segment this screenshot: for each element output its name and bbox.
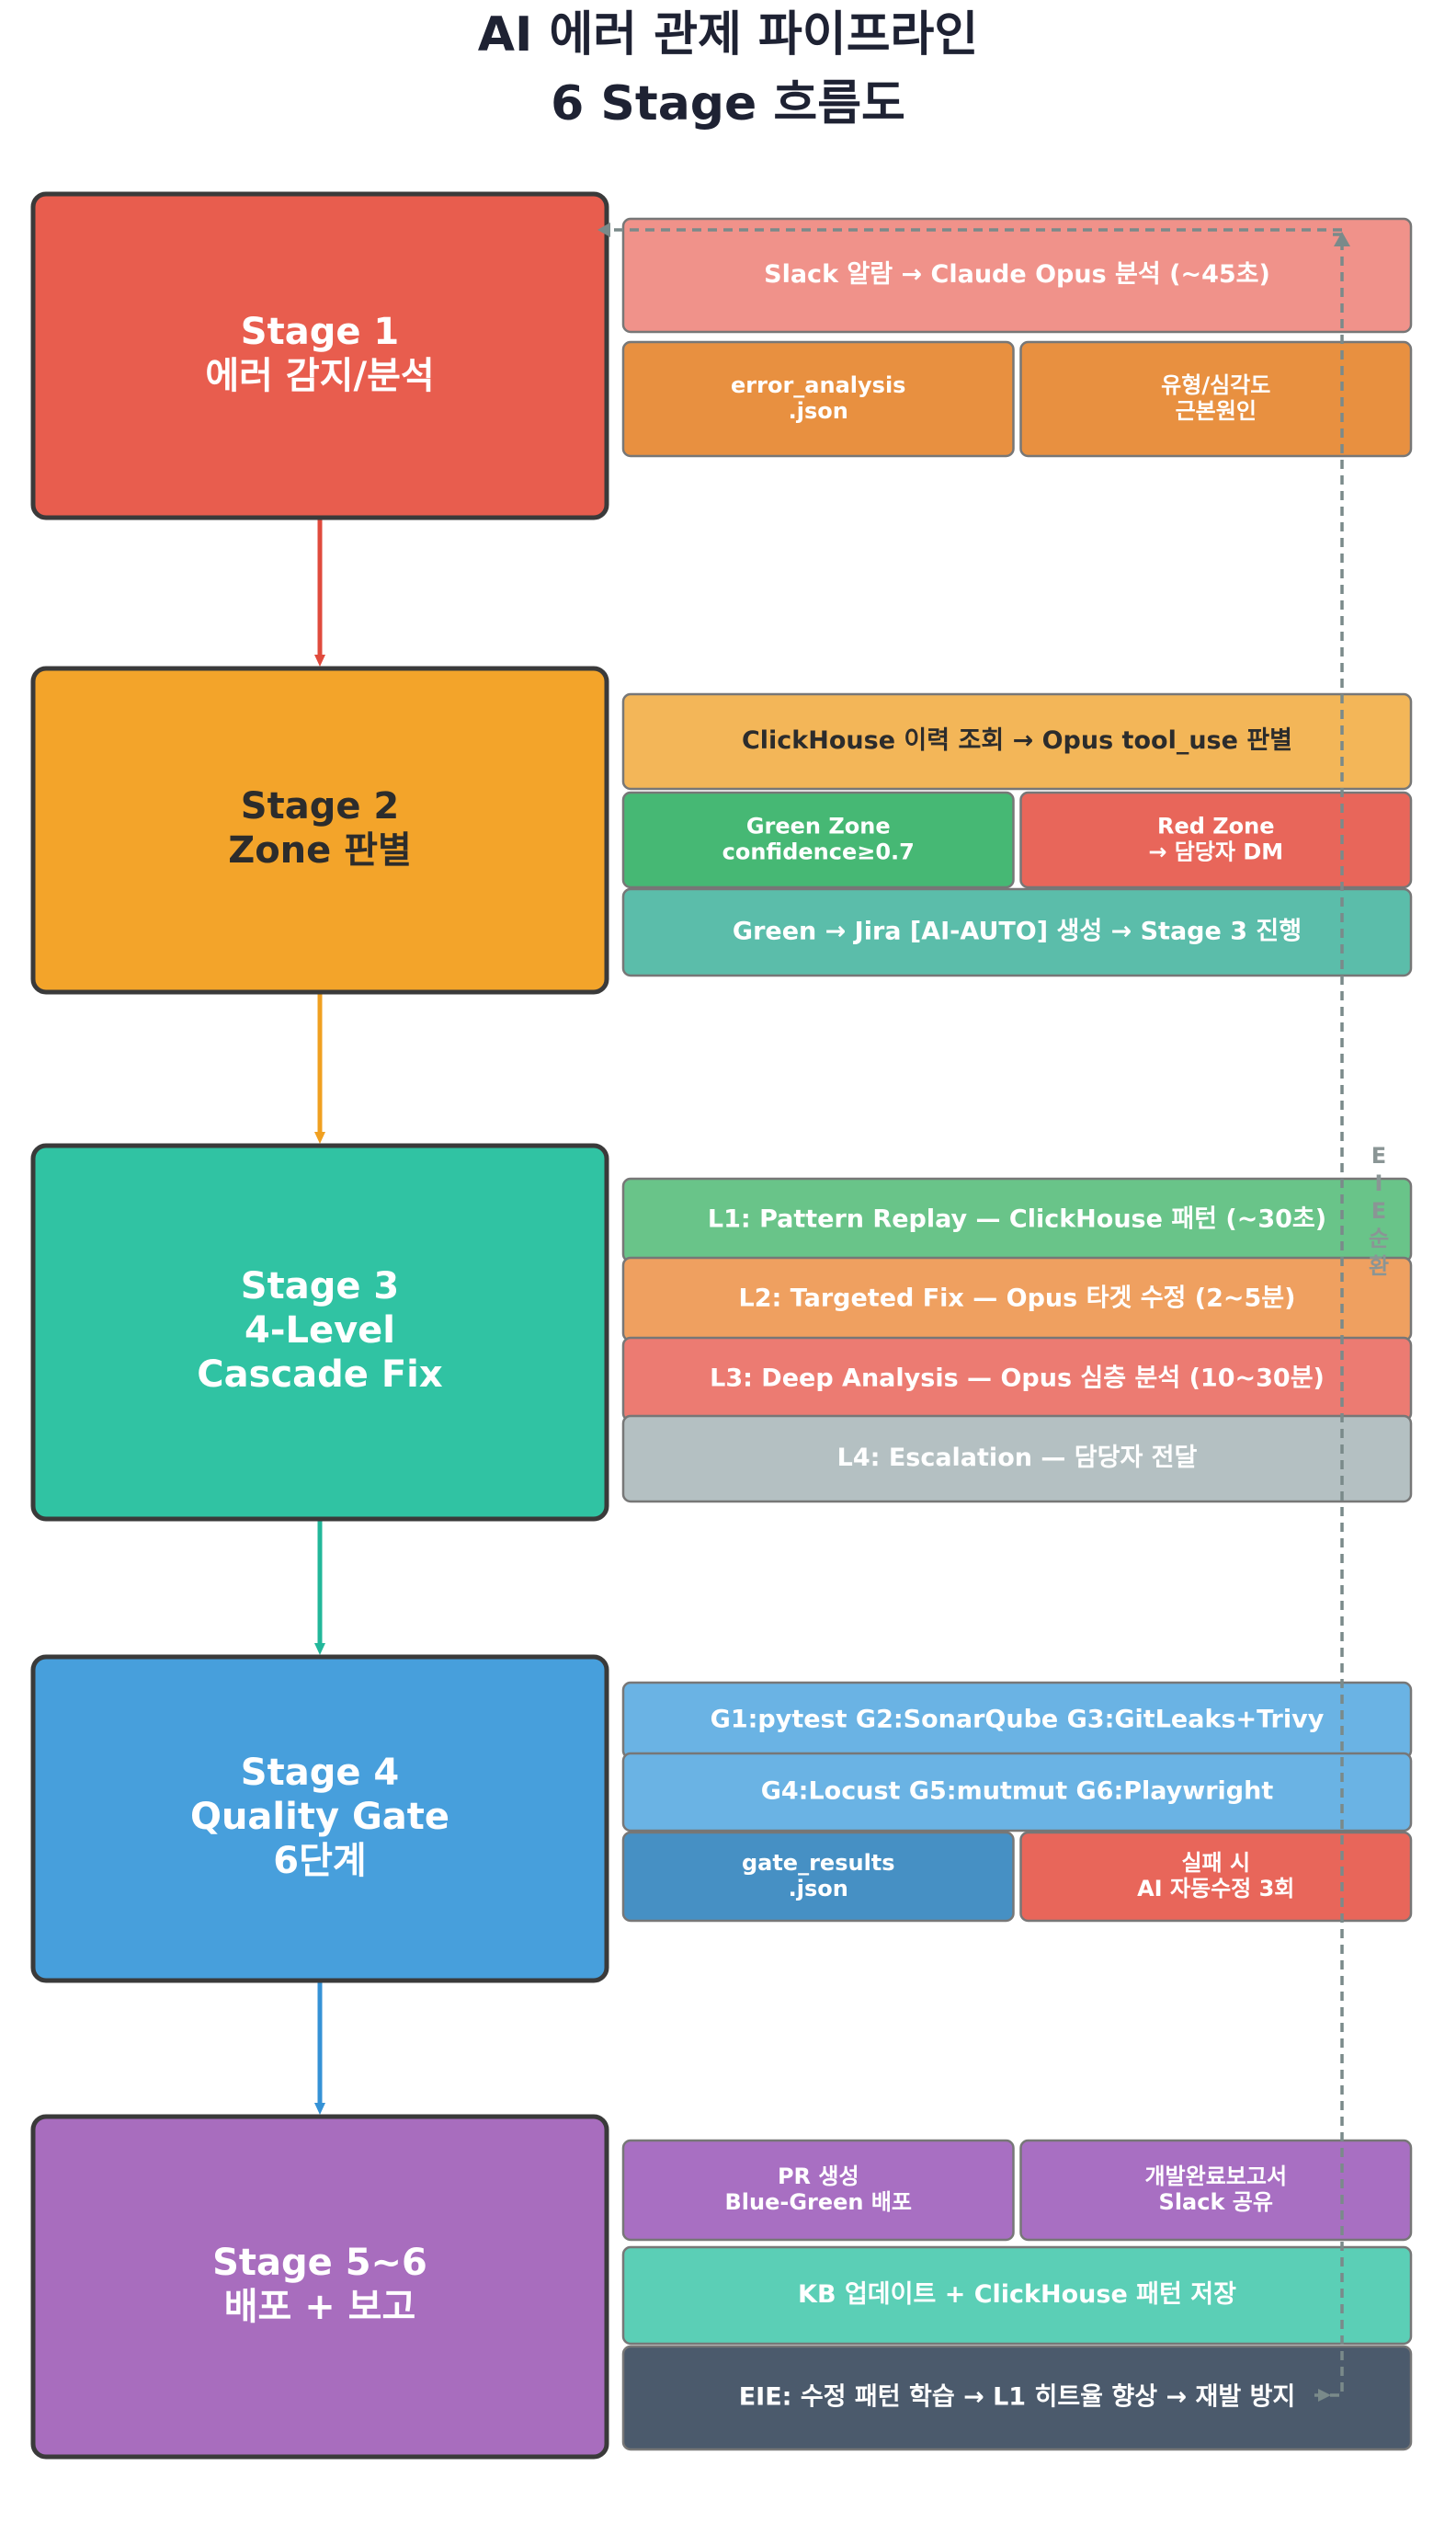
eie-loop-label-char: E	[1371, 1198, 1386, 1224]
eie-loop-label-char: E	[1371, 1143, 1386, 1169]
stages-layer: Stage 1에러 감지/분석 Slack 알람 → Claude Opus 분석…	[30, 191, 1413, 2460]
detail-label-line: G1:pytest G2:SonarQube G3:GitLeaks+Trivy	[711, 1706, 1325, 1734]
stage-4-detail-box	[621, 1831, 1015, 1923]
stage-1-detail-box	[621, 340, 1015, 458]
detail-label-line: 근본원인	[1176, 398, 1257, 424]
stage-5-detail-box	[621, 2245, 1413, 2346]
stage-label-line: 배포 + 보고	[224, 2286, 416, 2328]
stage-label-line: Stage 2	[241, 785, 399, 828]
detail-label-line: Green → Jira [AI-AUTO] 생성 → Stage 3 진행	[733, 918, 1302, 946]
stage-1-detail-box	[621, 217, 1413, 334]
stage-3-detail-box	[621, 1414, 1413, 1503]
eie-loop-left-arrowhead	[597, 223, 610, 237]
stage-2-detail-box	[1019, 791, 1413, 889]
detail-label-line: .json	[789, 1876, 848, 1901]
eie-loop-up-arrowhead	[1334, 232, 1350, 246]
eie-loop-label-char: 순	[1369, 1226, 1389, 1251]
stage-label-line: 에러 감지/분석	[205, 355, 434, 397]
detail-label-line: Red Zone	[1157, 814, 1275, 839]
stage-2-box	[30, 666, 609, 995]
stage-label-line: Stage 5~6	[212, 2242, 427, 2284]
detail-label-line: gate_results	[742, 1850, 895, 1876]
stage-2-detail-box	[621, 692, 1413, 791]
stage-3-box	[30, 1143, 609, 1522]
detail-label-line: ClickHouse 이력 조회 → Opus tool_use 판별	[742, 726, 1292, 755]
stage-5-detail-box	[1019, 2139, 1413, 2242]
eie-loop-label-char: I	[1375, 1170, 1383, 1196]
stage-label-line: Stage 3	[241, 1265, 399, 1307]
stage-5-box	[30, 2114, 609, 2460]
eie-loop-path	[1314, 233, 1344, 2397]
stage-label-line: Stage 4	[241, 1752, 399, 1794]
detail-label-line: L2: Targeted Fix — Opus 타겟 수정 (2~5분)	[738, 1284, 1295, 1313]
detail-label-line: PR 생성	[778, 2164, 859, 2189]
detail-label-line: L3: Deep Analysis — Opus 심층 분석 (10~30분)	[710, 1364, 1325, 1393]
detail-label-line: 개발완료보고서	[1144, 2164, 1287, 2189]
eie-loop-label-char: 환	[1369, 1253, 1389, 1279]
eie-loop-right-arrowhead	[1318, 2389, 1331, 2402]
detail-label-line: Slack 공유	[1159, 2189, 1273, 2215]
detail-label-line: KB 업데이트 + ClickHouse 패턴 저장	[798, 2280, 1236, 2309]
detail-label-line: L4: Escalation — 담당자 전달	[837, 1444, 1198, 1472]
stage-4-detail-box	[1019, 1831, 1413, 1923]
stage-1-detail-box	[1019, 340, 1413, 458]
detail-label-line: Green Zone	[746, 814, 891, 839]
stage-label-line: 6단계	[273, 1840, 366, 1882]
stage-1-group: Stage 1에러 감지/분석 Slack 알람 → Claude Opus 분석…	[30, 191, 1413, 520]
detail-label-line: L1: Pattern Replay — ClickHouse 패턴 (~30초…	[708, 1205, 1326, 1234]
detail-label-line: EIE: 수정 패턴 학습 → L1 히트율 향상 → 재발 방지	[739, 2383, 1296, 2412]
detail-label-line: Blue-Green 배포	[724, 2189, 912, 2215]
detail-label-line: → 담당자 DM	[1148, 839, 1283, 865]
stage-label-line: Quality Gate	[190, 1796, 449, 1838]
detail-label-line: 실패 시	[1181, 1850, 1250, 1876]
stage-2-detail-box	[621, 791, 1015, 889]
detail-label-line: Slack 알람 → Claude Opus 분석 (~45초)	[764, 260, 1270, 289]
stage-label-line: 4-Level	[245, 1309, 395, 1352]
stage-1-box	[30, 191, 609, 520]
stage-5-detail-box	[621, 2345, 1413, 2451]
title-line-2: 6 Stage 흐름도	[551, 76, 905, 131]
stage-label-line: Zone 판별	[228, 829, 412, 872]
stage-4-detail-box	[621, 1752, 1413, 1832]
stage-4-box	[30, 1654, 609, 1983]
title-line-1: AI 에러 관제 파이프라인	[478, 7, 978, 63]
stage-label-line: Cascade Fix	[197, 1353, 443, 1396]
stage-label-line: Stage 1	[241, 311, 399, 353]
detail-label-line: confidence≥0.7	[722, 839, 915, 865]
detail-label-line: .json	[789, 398, 848, 424]
stage-5-detail-box	[621, 2139, 1015, 2242]
detail-label-line: error_analysis	[731, 372, 905, 398]
detail-label-line: 유형/심각도	[1161, 372, 1270, 398]
detail-label-line: G4:Locust G5:mutmut G6:Playwright	[761, 1777, 1274, 1806]
detail-label-line: AI 자동수정 3회	[1137, 1876, 1294, 1901]
stage-2-detail-box	[621, 887, 1413, 977]
